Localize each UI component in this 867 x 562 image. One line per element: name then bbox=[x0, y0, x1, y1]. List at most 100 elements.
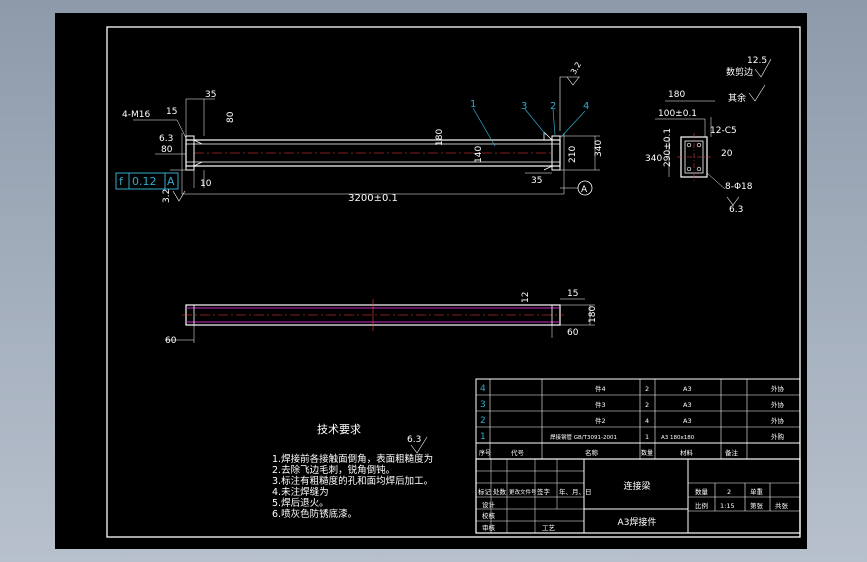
tech-item-4: 4.未注焊缝为 bbox=[272, 486, 329, 498]
part-name: 件2 bbox=[595, 416, 606, 425]
part-no: 2 bbox=[480, 416, 486, 426]
tech-requirements: 技术要求 6.3 1.焊接前各接触面倒角，表面粗糙度为 2.去除飞边毛刺，锐角倒… bbox=[272, 423, 433, 520]
bottom-dim-12: 12 bbox=[521, 292, 531, 303]
tech-item-1: 1.焊接前各接触面倒角，表面粗糙度为 bbox=[272, 453, 433, 465]
dim-length: 3200±0.1 bbox=[348, 193, 398, 204]
dim-180: 180 bbox=[435, 129, 445, 146]
parts-row-1: 1 焊接钢管 GB/T3091-2001 1 A3 180x180 外购 bbox=[480, 432, 785, 442]
datum-label: A bbox=[581, 185, 588, 195]
header-qty: 数量 bbox=[641, 449, 653, 457]
part-note: 外协 bbox=[771, 400, 785, 409]
tb-count: 处数 bbox=[493, 487, 507, 496]
part-qty: 4 bbox=[645, 417, 649, 425]
roughness-cut-value: 12.5 bbox=[747, 56, 767, 66]
tb-check: 校核 bbox=[482, 511, 496, 520]
part-qty: 2 bbox=[645, 401, 649, 409]
balloon-3: 3 bbox=[521, 101, 527, 112]
drawing-name: 连接梁 bbox=[623, 480, 650, 492]
bottom-dim-15: 15 bbox=[567, 289, 578, 299]
main-view: 3200±0.1 35 4-M16 15 80 6.3 80 10 f 0.12… bbox=[115, 60, 604, 204]
dim-210: 210 bbox=[568, 146, 578, 163]
tolerance-symbol: f bbox=[119, 175, 124, 188]
header-no: 序号 bbox=[479, 449, 491, 457]
parts-header: 序号 代号 名称 数量 材料 备注 bbox=[479, 448, 739, 457]
part-qty: 2 bbox=[645, 385, 649, 393]
tb-review: 审核 bbox=[482, 523, 496, 532]
side-dim-290: 290±0.1 bbox=[663, 128, 673, 167]
bottom-dim-180: 180 bbox=[588, 306, 598, 323]
cad-drawing-viewport[interactable]: 3200±0.1 35 4-M16 15 80 6.3 80 10 f 0.12… bbox=[55, 13, 807, 549]
tb-process: 工艺 bbox=[542, 524, 556, 532]
tolerance-frame: f 0.12 A bbox=[115, 172, 179, 190]
part-name: 件3 bbox=[595, 400, 606, 409]
balloon-1: 1 bbox=[470, 99, 476, 110]
dim-140: 140 bbox=[474, 146, 484, 163]
side-dim-340: 340 bbox=[645, 154, 662, 164]
part-no: 1 bbox=[480, 432, 486, 442]
part-note: 外协 bbox=[771, 384, 785, 393]
tb-mark: 标记 bbox=[478, 487, 492, 496]
side-dim-100: 100±0.1 bbox=[658, 109, 697, 119]
side-dim-c5: 12-C5 bbox=[710, 126, 737, 136]
part-qty: 1 bbox=[645, 433, 649, 441]
part-note: 外协 bbox=[771, 416, 785, 425]
tb-qty-val: 2 bbox=[727, 488, 731, 496]
tech-item-2: 2.去除飞边毛刺，锐角倒钝。 bbox=[272, 464, 395, 476]
tb-doc: 更改文件号 bbox=[509, 488, 537, 496]
part-material: A3 bbox=[683, 417, 692, 425]
side-roughness-6-3: 6.3 bbox=[729, 205, 743, 215]
tb-sheet: 第张 bbox=[750, 501, 764, 510]
header-code: 代号 bbox=[511, 448, 525, 457]
title-block: 标记 处数 更改文件号 签字 年、月、日 设计 校核 审核 工艺 连接梁 A3焊… bbox=[475, 458, 801, 534]
roughness-3-2-left: 3.2 bbox=[162, 189, 172, 203]
part-name: 件4 bbox=[595, 384, 606, 393]
dim-15: 15 bbox=[166, 107, 177, 117]
part-note: 外购 bbox=[771, 432, 785, 441]
side-dim-180: 180 bbox=[668, 90, 685, 100]
parts-row-3: 3 件3 2 A3 外协 bbox=[480, 400, 785, 410]
parts-row-4: 4 件4 2 A3 外协 bbox=[480, 384, 785, 394]
drawing-frame bbox=[106, 26, 801, 538]
tech-item-5: 5.焊后退火。 bbox=[272, 497, 329, 509]
part-no: 4 bbox=[480, 384, 486, 394]
side-dim-holes: 8-Φ18 bbox=[725, 182, 753, 192]
dim-340: 340 bbox=[594, 140, 604, 157]
tb-qty: 数量 bbox=[695, 487, 709, 496]
header-material: 材料 bbox=[680, 448, 694, 457]
side-dim-20: 20 bbox=[721, 149, 733, 159]
bottom-dim-60-left: 60 bbox=[165, 336, 177, 346]
tolerance-datum: A bbox=[167, 175, 175, 188]
tech-item-3: 3.标注有粗糙度的孔和面均焊后加工。 bbox=[272, 475, 433, 487]
tb-sign: 签字 bbox=[537, 487, 551, 496]
balloon-2: 2 bbox=[550, 101, 556, 112]
dim-35-bottom: 35 bbox=[531, 176, 542, 186]
tech-item-6: 6.喷灰色防锈底漆。 bbox=[272, 508, 357, 520]
dim-holes: 4-M16 bbox=[122, 110, 150, 120]
part-name: 焊接钢管 GB/T3091-2001 bbox=[550, 433, 617, 441]
part-material: A3 bbox=[683, 401, 692, 409]
balloon-4: 4 bbox=[583, 101, 589, 112]
roughness-6-3-left: 6.3 bbox=[159, 134, 173, 144]
dim-35-top: 35 bbox=[205, 90, 216, 100]
side-view: 180 100±0.1 12-C5 340 290±0.1 20 8-Φ18 6… bbox=[645, 56, 772, 215]
header-name: 名称 bbox=[585, 448, 599, 457]
tb-scale: 比例 bbox=[695, 501, 708, 510]
dim-80-inner: 80 bbox=[226, 111, 236, 123]
bottom-view: 15 12 180 60 60 bbox=[165, 289, 598, 346]
tech-title: 技术要求 bbox=[317, 423, 361, 436]
bottom-dim-60-right: 60 bbox=[567, 328, 579, 338]
tech-roughness: 6.3 bbox=[407, 435, 421, 445]
part-no: 3 bbox=[480, 400, 486, 410]
dim-10: 10 bbox=[200, 179, 212, 189]
roughness-rest-label: 其余 bbox=[728, 92, 746, 104]
tb-design: 设计 bbox=[482, 500, 496, 509]
drawing-material: A3焊接件 bbox=[618, 516, 657, 528]
roughness-cut-label: 数剪边 bbox=[726, 66, 753, 78]
tb-date: 年、月、日 bbox=[559, 487, 592, 496]
tb-weight: 单重 bbox=[750, 487, 764, 496]
tolerance-value: 0.12 bbox=[132, 175, 157, 188]
parts-row-2: 2 件2 4 A3 外协 bbox=[480, 416, 785, 426]
dim-80-left: 80 bbox=[161, 145, 173, 155]
tb-scale-val: 1:15 bbox=[720, 502, 735, 510]
parts-list: 4 件4 2 A3 外协 3 件3 2 A3 外协 2 件2 4 A3 外协 1… bbox=[475, 378, 801, 460]
